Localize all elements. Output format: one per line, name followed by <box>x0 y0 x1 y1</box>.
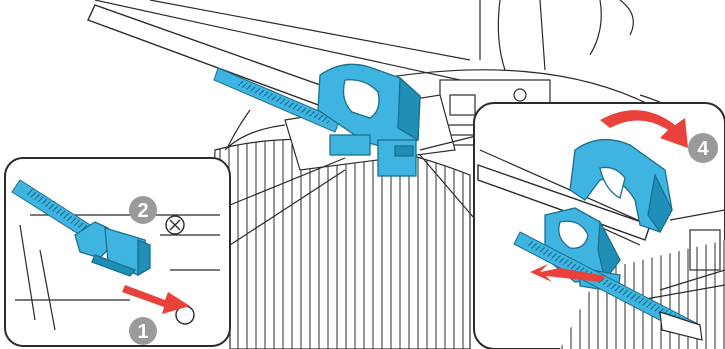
step-2-label: 2 <box>137 200 148 222</box>
screw-icon <box>166 216 184 234</box>
step-1-label: 1 <box>137 321 148 343</box>
step-4-label: 4 <box>697 138 709 160</box>
inset-left <box>5 158 230 346</box>
inset-right <box>474 103 725 349</box>
step-1-badge: 1 <box>129 317 157 345</box>
step-4-badge: 4 <box>688 133 718 163</box>
striped-body <box>215 139 470 349</box>
step-2-badge: 2 <box>129 196 157 224</box>
